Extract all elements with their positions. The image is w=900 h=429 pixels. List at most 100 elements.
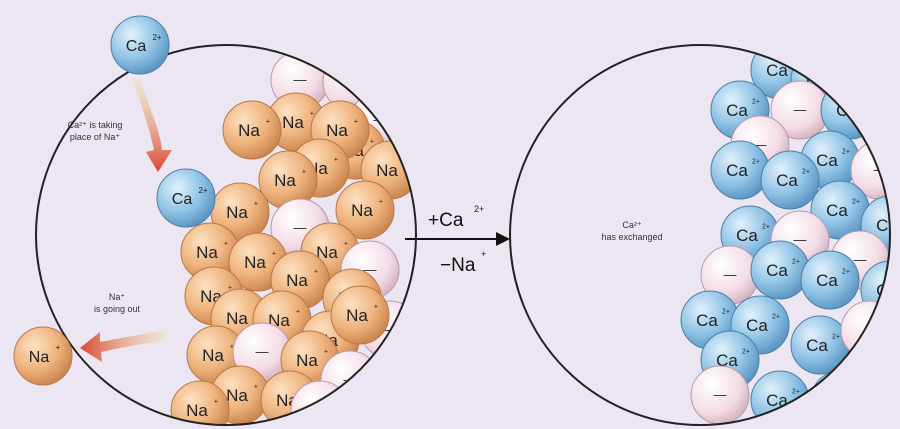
svg-text:—: —	[794, 102, 807, 117]
svg-text:+: +	[310, 111, 314, 118]
svg-text:Na: Na	[376, 161, 398, 180]
right-resin-bead: Ca2+Ca2+Ca2+—Ca2+—Ca2+—Ca2+Ca2+Ca2+Ca2+C…	[510, 41, 900, 429]
svg-text:—: —	[714, 387, 727, 402]
sodium-ion: Na +	[331, 286, 389, 344]
svg-text:2+: 2+	[772, 314, 780, 321]
calcium-ion: Ca 2+	[821, 81, 879, 139]
svg-text:—: —	[314, 402, 327, 417]
reaction-remove-sodium-charge: +	[481, 249, 486, 259]
svg-text:+: +	[224, 241, 228, 248]
svg-text:Ca: Ca	[736, 226, 758, 245]
calcium-ion: Ca2+	[711, 141, 769, 199]
svg-text:Ca: Ca	[806, 336, 828, 355]
outgoing-sodium-ion: Na +	[14, 327, 72, 385]
svg-text:Na: Na	[351, 201, 373, 220]
na-going-label-line2: is going out	[94, 304, 141, 314]
na-going-label-line1: Na⁺	[109, 292, 126, 302]
svg-text:Na: Na	[346, 306, 368, 325]
ion-symbol: Ca	[126, 38, 147, 55]
calcium-ion: Ca 2+	[751, 241, 809, 299]
svg-text:—: —	[294, 72, 307, 87]
ca-taking-label-line1: Ca²⁺ is taking	[68, 120, 123, 130]
ca-entering-arrow	[133, 78, 172, 172]
svg-text:2+: 2+	[852, 389, 860, 396]
svg-text:2+: 2+	[762, 224, 770, 231]
svg-text:+: +	[254, 384, 258, 391]
svg-text:Ca: Ca	[826, 391, 848, 410]
svg-text:Na: Na	[286, 271, 308, 290]
svg-text:+: +	[344, 241, 348, 248]
calcium-ion: Ca 2+	[791, 316, 849, 374]
svg-text:2+: 2+	[832, 334, 840, 341]
reaction-remove-sodium: −Na	[440, 255, 476, 276]
svg-text:Na: Na	[196, 243, 218, 262]
svg-text:—: —	[346, 74, 359, 89]
left-resin-bead: ———Na+Na+Na+Na+Na+Na+Na+Na+Na+—Na+—Na+Na…	[36, 45, 419, 429]
svg-text:+: +	[266, 119, 270, 126]
reaction-add-calcium-charge: 2+	[474, 204, 484, 214]
svg-text:2+: 2+	[852, 199, 860, 206]
svg-text:Na: Na	[202, 346, 224, 365]
svg-text:Ca: Ca	[836, 101, 858, 120]
svg-text:2+: 2+	[198, 186, 207, 195]
svg-text:Na: Na	[226, 203, 248, 222]
incoming-calcium-ion: Ca 2+	[111, 16, 169, 74]
svg-text:2+: 2+	[742, 349, 750, 356]
svg-text:+: +	[272, 251, 276, 258]
svg-text:Na: Na	[226, 386, 248, 405]
right-ion-cluster: Ca2+Ca2+Ca2+—Ca2+—Ca2+—Ca2+Ca2+Ca2+Ca2+C…	[681, 41, 900, 429]
calcium-ion: Ca 2+	[751, 371, 809, 429]
svg-text:Ca: Ca	[766, 261, 788, 280]
svg-text:+: +	[404, 159, 408, 166]
svg-text:Ca: Ca	[726, 101, 748, 120]
svg-text:2+: 2+	[752, 99, 760, 106]
resin-site: —	[691, 366, 749, 424]
svg-text:Ca: Ca	[746, 316, 768, 335]
ion-charge: 2+	[152, 33, 161, 42]
svg-text:Ca: Ca	[726, 161, 748, 180]
svg-text:+: +	[302, 169, 306, 176]
svg-text:Na: Na	[244, 253, 266, 272]
ca-exchanged-label-line2: has exchanged	[601, 232, 662, 242]
ca-taking-label-line2: place of Na⁺	[70, 132, 121, 142]
svg-text:+: +	[334, 157, 338, 164]
svg-text:Ca: Ca	[816, 271, 838, 290]
resin-site: —	[851, 351, 900, 409]
svg-text:+: +	[379, 199, 383, 206]
svg-text:+: +	[370, 139, 374, 146]
svg-text:2+: 2+	[792, 259, 800, 266]
entering-calcium-ion: Ca 2+	[157, 169, 215, 227]
svg-text:Ca: Ca	[826, 201, 848, 220]
svg-text:+: +	[374, 304, 378, 311]
svg-text:Na: Na	[274, 171, 296, 190]
svg-text:2+: 2+	[802, 169, 810, 176]
svg-text:Na: Na	[282, 113, 304, 132]
svg-text:2+: 2+	[832, 69, 840, 76]
svg-text:2+: 2+	[792, 59, 800, 66]
svg-text:—: —	[724, 267, 737, 282]
resin-site: —	[841, 301, 899, 359]
sodium-ion: Na+	[223, 101, 281, 159]
svg-text:—: —	[874, 372, 887, 387]
svg-text:Na: Na	[226, 309, 248, 328]
calcium-ion: Ca 2+	[811, 371, 869, 429]
svg-text:Ca: Ca	[766, 391, 788, 410]
svg-text:2+: 2+	[792, 389, 800, 396]
svg-text:2+: 2+	[862, 99, 870, 106]
svg-text:—: —	[854, 252, 867, 267]
svg-text:+: +	[56, 343, 61, 352]
svg-text:Ca: Ca	[766, 61, 788, 80]
svg-text:Na: Na	[29, 349, 50, 366]
svg-text:+: +	[254, 201, 258, 208]
svg-text:Na: Na	[326, 121, 348, 140]
svg-text:Ca: Ca	[876, 216, 898, 235]
left-ion-cluster: ———Na+Na+Na+Na+Na+Na+Na+Na+Na+—Na+—Na+Na…	[171, 51, 419, 429]
svg-text:2+: 2+	[842, 149, 850, 156]
reaction-add-calcium: +Ca	[428, 210, 464, 231]
svg-text:Ca: Ca	[172, 191, 193, 208]
svg-text:—: —	[294, 220, 307, 235]
svg-text:+: +	[324, 349, 328, 356]
